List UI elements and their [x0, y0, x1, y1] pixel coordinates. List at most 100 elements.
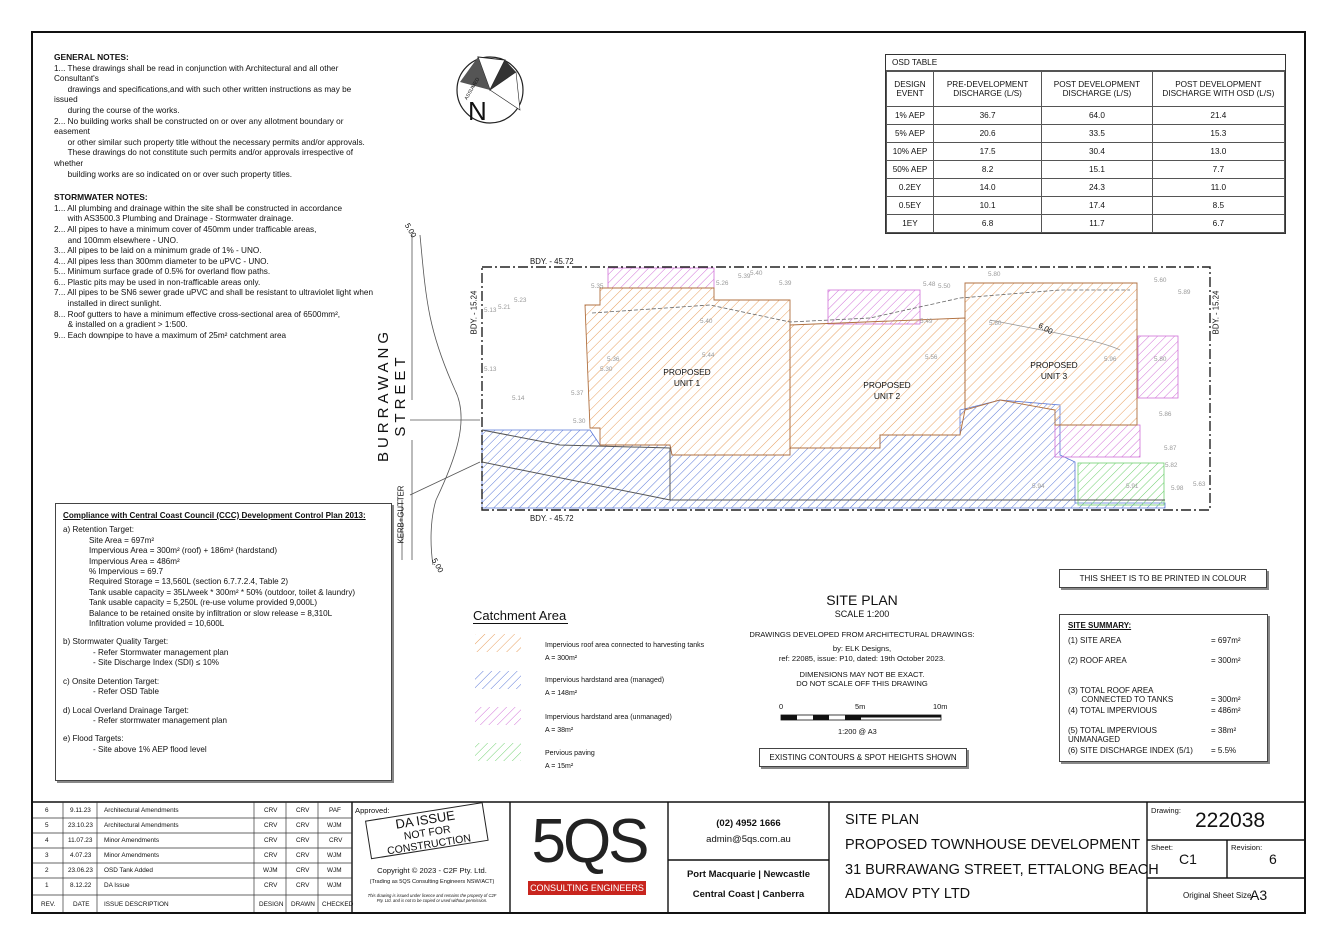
unit-label-line: PROPOSED [863, 380, 911, 390]
summary-row: (5) TOTAL IMPERVIOUS UNMANAGED= 38m² [1068, 726, 1259, 746]
spot-height: 5.89 [1178, 289, 1191, 296]
office-locations-2: Central Coast | Canberra [692, 889, 805, 900]
approved-label: Approved: [355, 806, 390, 815]
overland-heading: d) Local Overland Drainage Target: [63, 705, 189, 715]
spot-height: 5.14 [512, 395, 525, 402]
retention-line: Impervious Area = 486m² [89, 556, 180, 566]
stormwater-note: 1... All plumbing and drainage within th… [54, 203, 343, 224]
sheet-number: C1 [1179, 851, 1197, 867]
rev-checked: WJM [327, 882, 342, 889]
catchment-title: Catchment Area [473, 608, 569, 624]
general-notes: GENERAL NOTES: 1... These drawings shall… [54, 52, 374, 341]
rev-number: 1 [45, 882, 49, 889]
osd-cell: 0.5EY [886, 196, 934, 215]
unit-3-roof [964, 282, 1138, 426]
summary-label: (5) TOTAL IMPERVIOUS UNMANAGED [1068, 726, 1157, 744]
contours-note: EXISTING CONTOURS & SPOT HEIGHTS SHOWN [759, 748, 967, 767]
quality-line: - Site Discharge Index (SDI) ≤ 10% [93, 658, 219, 668]
rev-description: Architectural Amendments [104, 807, 179, 814]
rev-description: OSD Tank Added [104, 867, 153, 874]
stormwater-note: 3... All pipes to be laid on a minimum g… [54, 246, 262, 256]
office-locations-1: Port Macquarie | Newcastle [686, 869, 811, 880]
osd-cell: 20.6 [932, 124, 1043, 143]
rev-description: Minor Amendments [104, 837, 160, 844]
osd-cell: 17.5 [932, 142, 1043, 161]
site-summary-title: SITE SUMMARY: [1068, 621, 1132, 630]
quality-heading: b) Stormwater Quality Target: [63, 637, 169, 647]
rev-drawn: CRV [296, 882, 310, 889]
osd-cell: 15.1 [1041, 160, 1153, 179]
spot-height: 5.40 [700, 318, 713, 325]
legend-area: A = 300m² [545, 655, 578, 662]
original-size: A3 [1250, 887, 1268, 903]
project-line-3: 31 BURRAWANG STREET, ETTALONG BEACH [845, 862, 1159, 878]
spot-height: 5.36 [607, 356, 620, 363]
legend-label: Impervious hardstand area (unmanaged) [545, 714, 672, 721]
revision-label: Revision: [1231, 843, 1263, 852]
spot-height: 5.56 [925, 354, 938, 361]
retention-line: Required Storage = 13,560L (section 6.7.… [89, 577, 289, 587]
legend-item-managed: Impervious hardstand area (managed)A = 1… [545, 674, 664, 700]
spot-height: 5.30 [573, 418, 586, 425]
spot-height: 5.80 [988, 271, 1001, 278]
osd-cell: 1EY [886, 214, 934, 233]
rev-number: 3 [45, 852, 49, 859]
street-name: BURRAWANG STREET [375, 327, 409, 463]
site-plan-scale: SCALE 1:200 [834, 609, 890, 619]
osd-cell: 17.4 [1041, 196, 1153, 215]
boundary-right-label: BDY. - 15.24 [1211, 290, 1221, 335]
scale-bar [780, 714, 942, 721]
spot-height: 5.98 [1171, 485, 1184, 492]
revision-number: 6 [1269, 851, 1277, 867]
rev-header: REV. [41, 901, 56, 908]
rev-drawn: CRV [296, 837, 310, 844]
contact-email: admin@5qs.com.au [706, 834, 791, 845]
project-line-2: PROPOSED TOWNHOUSE DEVELOPMENT [845, 837, 1141, 853]
contact-phone: (02) 4952 1666 [716, 818, 781, 829]
rev-checked: WJM [327, 867, 342, 874]
retention-line: Tank usable capacity = 5,250L (re-use vo… [89, 598, 318, 608]
da-issue-stamp [365, 802, 489, 860]
summary-row: (2) ROOF AREA= 300m² [1068, 656, 1259, 676]
retention-heading: a) Retention Target: [63, 525, 134, 535]
rev-design: CRV [264, 822, 278, 829]
legend-area: A = 15m² [545, 763, 574, 770]
spot-height: 5.60 [1154, 277, 1167, 284]
stormwater-notes-heading: STORMWATER NOTES: [54, 192, 148, 203]
spot-height: 5.39 [779, 280, 792, 287]
summary-label: (4) TOTAL IMPERVIOUS [1068, 706, 1157, 715]
osd-cell: 6.8 [932, 214, 1043, 233]
drawing-number: 222038 [1195, 809, 1266, 832]
retention-line: Site Area = 697m² [89, 535, 155, 545]
unit-label-line: UNIT 3 [1040, 370, 1068, 381]
osd-cell: 11.7 [1041, 214, 1153, 233]
spot-height: 5.87 [1164, 445, 1177, 452]
stormwater-note: 8... Roof gutters to have a minimum effe… [54, 309, 341, 330]
summary-row: (6) SITE DISCHARGE INDEX (5/1)= 5.5% [1068, 746, 1259, 766]
rev-design: CRV [264, 882, 278, 889]
flood-heading: e) Flood Targets: [63, 734, 124, 744]
osd-cell: 13.0 [1151, 142, 1286, 161]
stormwater-note: 7... All pipes to be SN6 sewer grade uPV… [54, 288, 374, 309]
summary-value: = 300m² [1211, 656, 1241, 665]
rev-date: 11.07.23 [68, 837, 93, 844]
osd-cell: 10.1 [932, 196, 1043, 215]
osd-cell: 8.2 [932, 160, 1043, 179]
legend-item-unmanaged: Impervious hardstand area (unmanaged)A =… [545, 711, 672, 737]
retention-line: Infiltration volume provided = 10,600L [89, 619, 225, 629]
overland-line: - Refer stormwater management plan [93, 715, 228, 725]
summary-label: (6) SITE DISCHARGE INDEX (5/1) [1068, 746, 1193, 755]
copyright: Copyright © 2023 - C2F Pty. Ltd. [377, 866, 487, 875]
osd-cell: 1% AEP [886, 106, 934, 125]
spot-height: 5.44 [702, 352, 715, 359]
osd-table: OSD TABLE DESIGN EVENT PRE-DEVELOPMENT D… [885, 54, 1286, 234]
flood-line: - Site above 1% AEP flood level [93, 744, 207, 754]
osd-cell: 21.4 [1151, 106, 1286, 125]
osd-cell: 36.7 [932, 106, 1043, 125]
rev-description: Minor Amendments [104, 852, 160, 859]
